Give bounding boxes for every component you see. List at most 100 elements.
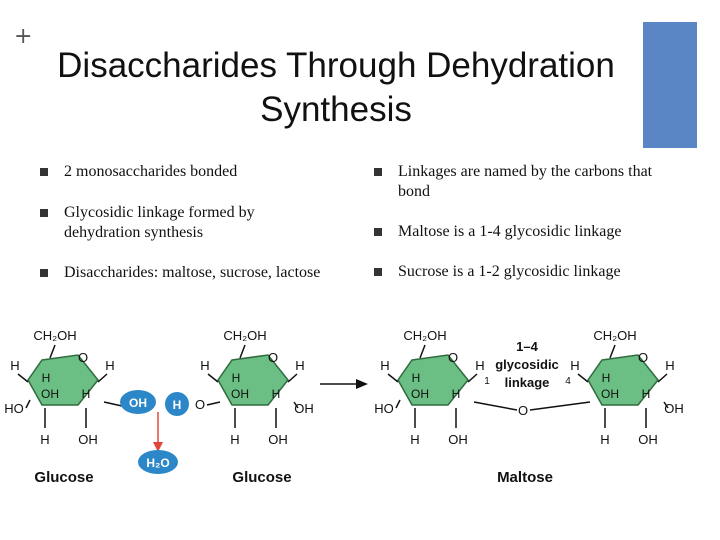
bond-line: [287, 373, 298, 383]
glucose-ring: [397, 354, 469, 406]
h-label: H: [475, 358, 484, 373]
water-label: H₂O: [146, 456, 169, 470]
ring-oxygen-label: O: [448, 350, 458, 365]
bond-line: [663, 401, 669, 409]
glycosidic-oxygen-label: O: [518, 403, 528, 418]
bullet-list-left: 2 monosaccharides bonded Glycosidic link…: [36, 162, 321, 283]
bullet-text: Maltose is a 1-4 glycosidic linkage: [398, 223, 622, 240]
h-label: H: [42, 371, 51, 385]
bullet-square-icon: [40, 269, 48, 277]
glycosidic-bond-line: [529, 401, 591, 411]
bullet-item: Glycosidic linkage formed by dehydration…: [36, 203, 321, 243]
bullet-item: Linkages are named by the carbons that b…: [370, 162, 670, 202]
h-label: H: [410, 432, 419, 447]
ho-label: HO: [374, 401, 394, 416]
h-bubble-label: H: [173, 398, 182, 412]
bond-line: [293, 401, 299, 409]
ho-label: HO: [4, 401, 24, 416]
linkage-label-line2: glycosidic: [495, 357, 559, 372]
h-label: H: [602, 371, 611, 385]
h-label: H: [82, 387, 91, 401]
accent-bar: [643, 22, 697, 148]
bond-line: [103, 401, 123, 407]
oh-label: OH: [601, 387, 619, 401]
bond-line: [207, 373, 219, 383]
bullet-square-icon: [40, 168, 48, 176]
bond-line: [419, 344, 426, 359]
slide-title: Disaccharides Through Dehydration Synthe…: [57, 46, 615, 129]
ring-oxygen-label: O: [78, 350, 88, 365]
bond-line: [17, 373, 29, 383]
oh-bubble-label: OH: [129, 396, 147, 410]
bond-line: [49, 344, 56, 359]
water-bubble: [138, 450, 178, 474]
bond-line: [577, 373, 589, 383]
bullet-square-icon: [374, 268, 382, 276]
glycosidic-bond-line: [473, 401, 518, 411]
bullet-text: Linkages are named by the carbons that b…: [398, 163, 653, 200]
h-label: H: [230, 432, 239, 447]
h-label: H: [295, 358, 304, 373]
oh-label: OH: [411, 387, 429, 401]
ch2oh-label: CH₂OH: [593, 328, 636, 343]
maltose-label: Maltose: [497, 469, 553, 486]
bullet-square-icon: [374, 228, 382, 236]
h-label: H: [232, 371, 241, 385]
o-label: O: [195, 397, 205, 412]
linkage-label-line1: 1–4: [516, 339, 538, 354]
glucose-ring: [587, 354, 659, 406]
bond-line: [206, 401, 221, 406]
h-label: H: [570, 358, 579, 373]
oh-label: OH: [294, 401, 314, 416]
bond-line: [97, 373, 108, 383]
bullet-item: Disaccharides: maltose, sucrose, lactose: [36, 263, 321, 283]
linkage-label-line3: linkage: [505, 375, 550, 390]
h-label: H: [600, 432, 609, 447]
glucose-label: Glucose: [232, 469, 291, 486]
bond-line: [25, 399, 31, 409]
bullet-text: 2 monosaccharides bonded: [64, 163, 238, 180]
ch2oh-label: CH₂OH: [403, 328, 446, 343]
h-label: H: [452, 387, 461, 401]
bullet-item: Sucrose is a 1-2 glycosidic linkage: [370, 262, 670, 282]
bullet-square-icon: [40, 209, 48, 217]
oh-label: OH: [638, 432, 658, 447]
carbon-4-label: 4: [565, 376, 571, 387]
oh-bubble: [120, 390, 156, 414]
h-label: H: [642, 387, 651, 401]
bullet-item: Maltose is a 1-4 glycosidic linkage: [370, 222, 670, 242]
bond-line: [239, 344, 246, 359]
ch2oh-label: CH₂OH: [33, 328, 76, 343]
bond-line: [395, 399, 401, 409]
ch2oh-label: CH₂OH: [223, 328, 266, 343]
h-label: H: [200, 358, 209, 373]
glucose-ring: [27, 354, 99, 406]
oh-label: OH: [664, 401, 684, 416]
glucose-label: Glucose: [34, 469, 93, 486]
carbon-1-label: 1: [484, 376, 490, 387]
h-label: H: [10, 358, 19, 373]
oh-label: OH: [268, 432, 288, 447]
bullet-square-icon: [374, 168, 382, 176]
water-arrow-head: [153, 442, 163, 452]
bullet-text: Glycosidic linkage formed by dehydration…: [64, 204, 255, 241]
bond-line: [387, 373, 399, 383]
h-label: H: [40, 432, 49, 447]
h-label: H: [665, 358, 674, 373]
h-label: H: [272, 387, 281, 401]
bond-line: [657, 373, 668, 383]
ring-oxygen-label: O: [638, 350, 648, 365]
oh-label: OH: [78, 432, 98, 447]
bullet-item: 2 monosaccharides bonded: [36, 162, 321, 182]
bullet-text: Disaccharides: maltose, sucrose, lactose: [64, 264, 321, 281]
oh-label: OH: [231, 387, 249, 401]
ring-oxygen-label: O: [268, 350, 278, 365]
h-label: H: [380, 358, 389, 373]
h-bubble: [165, 392, 189, 416]
plus-icon: +: [14, 24, 33, 49]
bond-line: [609, 344, 616, 359]
glucose-ring: [217, 354, 289, 406]
bullet-list-right: Linkages are named by the carbons that b…: [370, 162, 670, 282]
oh-label: OH: [448, 432, 468, 447]
